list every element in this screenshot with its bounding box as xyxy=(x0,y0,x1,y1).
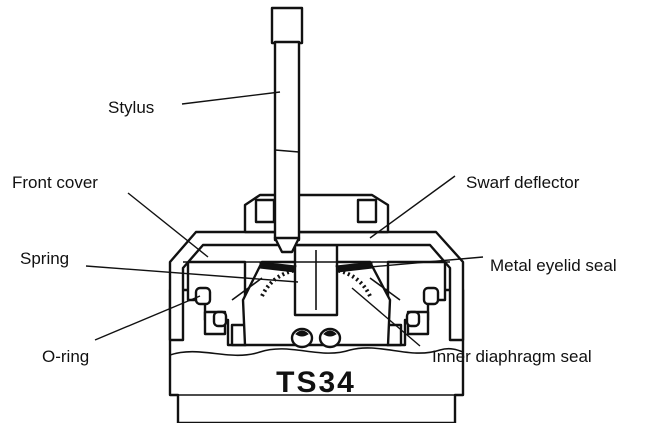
leader-swarf-deflector xyxy=(369,175,456,239)
leader-o-ring xyxy=(94,295,201,341)
leader-metal-eyelid-seal xyxy=(335,256,484,271)
label-inner-diaphragm-seal: Inner diaphragm seal xyxy=(432,347,592,366)
front-cover xyxy=(168,230,465,342)
label-swarf-deflector: Swarf deflector xyxy=(466,173,580,192)
leader-inner-diaphragm-seal xyxy=(351,287,421,347)
leader-front-cover xyxy=(127,192,209,258)
stylus xyxy=(270,6,304,254)
label-metal-eyelid-seal: Metal eyelid seal xyxy=(490,256,617,275)
label-stylus: Stylus xyxy=(108,98,154,117)
label-o-ring: O-ring xyxy=(42,347,89,366)
stylus-boss xyxy=(243,193,390,234)
o-ring-left xyxy=(194,286,228,328)
leader-stylus xyxy=(181,91,281,105)
leader-spring xyxy=(85,265,299,283)
body-marking: TS34 xyxy=(276,366,356,399)
label-front-cover: Front cover xyxy=(12,173,98,192)
o-ring-right xyxy=(405,286,440,328)
label-spring: Spring xyxy=(20,249,69,268)
